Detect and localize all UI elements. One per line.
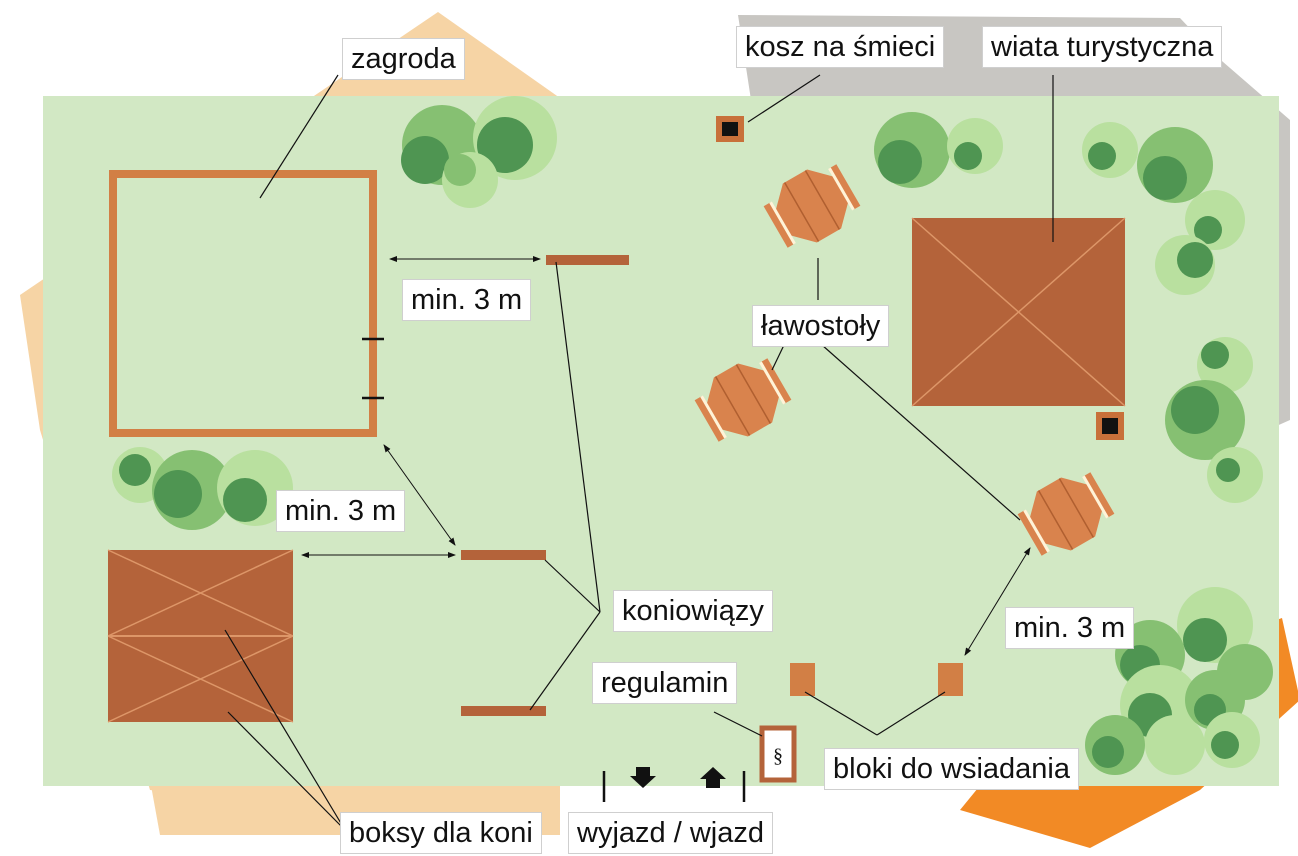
tree-icon: [1145, 715, 1205, 775]
tree-icon: [1177, 242, 1213, 278]
tree-group-bottom-right: [1085, 587, 1273, 775]
label-mounting-blocks: bloki do wsiadania: [824, 748, 1079, 790]
tree-icon: [1183, 618, 1227, 662]
label-shelter: wiata turystyczna: [982, 26, 1223, 68]
label-min-distance-right: min. 3 m: [1005, 607, 1135, 649]
tree-icon: [1088, 142, 1116, 170]
entry-arrow-up-icon: [700, 767, 726, 788]
leader-lines: [224, 74, 1054, 831]
label-picnic-tables: ławostoły: [752, 305, 890, 347]
label-min-distance-left: min. 3 m: [276, 490, 406, 532]
tree-icon: [1092, 736, 1124, 768]
trash-bin-icon: [1096, 412, 1124, 440]
shelter-roof: [911, 217, 1126, 407]
tree-icon: [1211, 731, 1239, 759]
picnic-table-icon: [694, 358, 792, 442]
label-paddock: zagroda: [342, 38, 465, 80]
tree-icon: [444, 154, 476, 186]
tree-icon: [119, 454, 151, 486]
label-hitching-rails: koniowiązy: [613, 590, 773, 632]
picnic-table-icon: [1017, 472, 1115, 556]
tree-icon: [878, 140, 922, 184]
distance-arrow-diagonal: [383, 444, 456, 546]
trash-bin-icon: [716, 116, 744, 142]
label-trash-bin: kosz na śmieci: [736, 26, 945, 68]
picnic-table-icon: [763, 164, 861, 248]
distance-arrow-right: [964, 547, 1031, 656]
tree-icon: [477, 117, 533, 173]
regulations-sign: [759, 725, 797, 783]
tree-icon: [1216, 458, 1240, 482]
hitching-rail-2: [461, 550, 546, 560]
hitching-rail-3: [461, 706, 546, 716]
label-horse-boxes: boksy dla koni: [340, 812, 542, 854]
tree-icon: [1194, 216, 1222, 244]
tree-icon: [954, 142, 982, 170]
tree-icon: [1143, 156, 1187, 200]
regulations-symbol: §: [773, 745, 783, 767]
tree-icon: [154, 470, 202, 518]
hitching-rail-1: [546, 255, 629, 265]
mounting-block-1: [790, 663, 815, 696]
label-entrance: wyjazd / wjazd: [568, 812, 773, 854]
tree-icon: [223, 478, 267, 522]
mounting-block-2: [938, 663, 963, 696]
label-regulations: regulamin: [592, 662, 738, 704]
label-min-distance-top: min. 3 m: [402, 279, 532, 321]
horse-boxes-roof: [107, 549, 294, 723]
tree-icon: [401, 136, 449, 184]
tree-icon: [1171, 386, 1219, 434]
exit-arrow-down-icon: [630, 767, 656, 788]
tree-icon: [1201, 341, 1229, 369]
tree-group-top-center: [401, 96, 557, 208]
paddock-fence: [109, 170, 377, 437]
tree-group-top-right: [874, 112, 1003, 188]
tree-group-left: [112, 447, 293, 530]
tree-group-far-right: [1082, 122, 1263, 503]
